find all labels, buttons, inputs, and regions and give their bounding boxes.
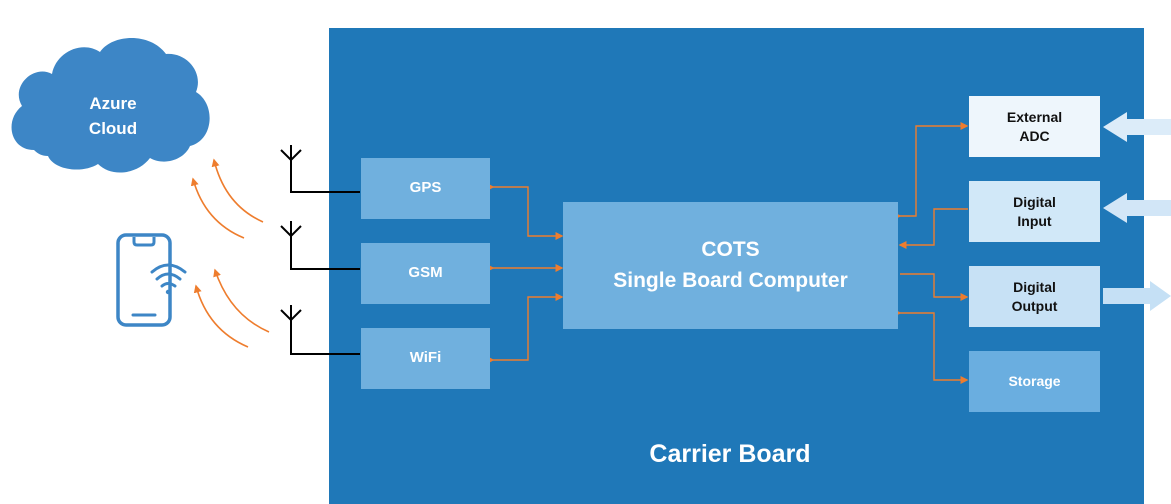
arrow-icon [1103, 281, 1171, 311]
cloud-title-line1: Azure [89, 94, 137, 113]
connector-sbc-storage [893, 309, 969, 384]
connector-gps-sbc [486, 183, 564, 240]
connector-wifi-sbc [486, 293, 564, 364]
signal-waves-lower [193, 268, 270, 348]
wifi-module: WiFi [361, 328, 490, 389]
gsm-module: GSM [361, 243, 490, 304]
digital-input-line2: Input [1017, 212, 1052, 229]
signal-waves-upper [190, 158, 264, 239]
digital-input-box: Digital Input [969, 181, 1100, 242]
smartphone-icon [116, 233, 172, 327]
digital-output-line1: Digital [1013, 278, 1056, 295]
arrow-icon [1103, 193, 1171, 223]
external-adc-line1: External [1006, 108, 1063, 125]
carrier-board-title: Carrier Board [649, 440, 811, 468]
digital-output-box: Digital Output [969, 266, 1100, 327]
antenna-icon [280, 221, 360, 270]
connector-sbc-output [900, 273, 969, 301]
single-board-computer: COTS Single Board Computer [563, 202, 898, 329]
arrow-icon [1103, 112, 1171, 142]
connector-input-sbc [898, 208, 968, 249]
sbc-line2: Single Board Computer [613, 268, 848, 292]
external-adc-line2: ADC [1019, 127, 1050, 144]
antenna-icon [280, 305, 360, 355]
digital-output-line2: Output [1011, 297, 1058, 314]
connector-sbc-adc [893, 122, 969, 220]
antenna-icon [280, 145, 360, 193]
wifi-label: WiFi [409, 349, 442, 367]
sbc-line1: COTS [701, 238, 760, 262]
storage-box: Storage [969, 351, 1100, 412]
gps-module: GPS [361, 158, 490, 219]
cloud-title-line2: Cloud [88, 118, 138, 138]
wireless-signal-icon [150, 263, 187, 295]
cloud-label: Azure Cloud [58, 92, 168, 141]
storage-label: Storage [1008, 373, 1061, 390]
gps-label: GPS [409, 179, 442, 197]
digital-input-line1: Digital [1013, 193, 1056, 210]
gsm-label: GSM [408, 264, 443, 282]
external-adc-box: External ADC [969, 96, 1100, 157]
cloud-icon [11, 38, 210, 173]
